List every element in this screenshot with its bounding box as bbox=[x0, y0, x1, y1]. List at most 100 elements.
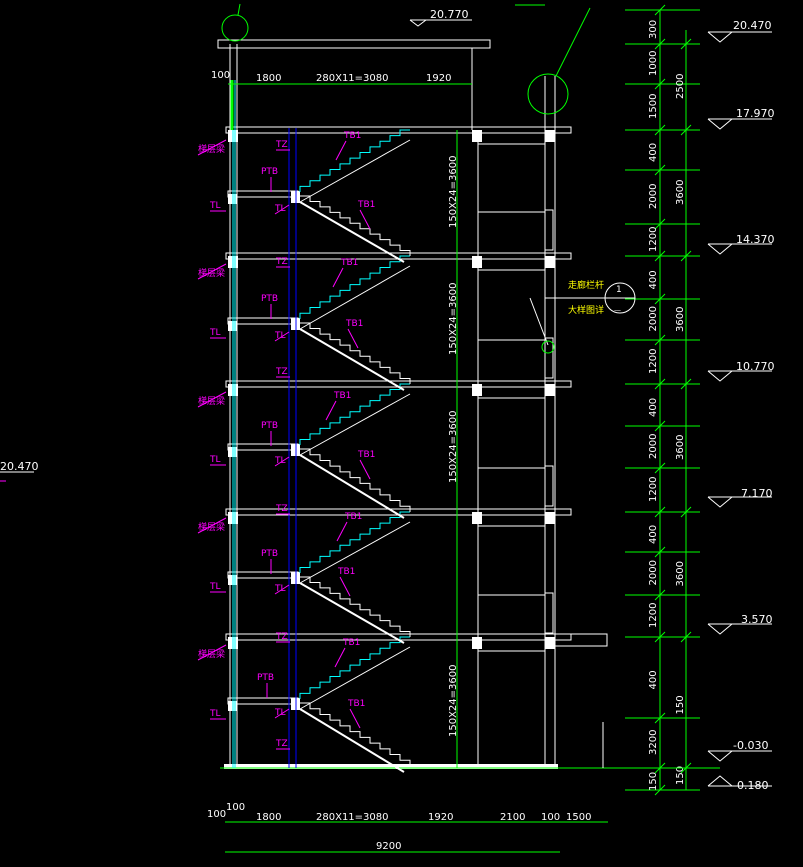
member-label: 梯层梁 bbox=[198, 395, 225, 407]
bottom-dimension-lines: 100 100 1800 280X11=3080 1920 2100 100 1… bbox=[207, 802, 608, 853]
stair-soffit bbox=[299, 454, 405, 519]
stair-steps-up bbox=[299, 255, 410, 319]
stair-steps-down bbox=[300, 195, 411, 256]
bottom-dim-e: 100 bbox=[541, 812, 560, 823]
elevation-label: -0.030 bbox=[733, 739, 768, 752]
stair-steps-down bbox=[300, 322, 411, 384]
dim-tick-slash bbox=[680, 378, 692, 390]
beam bbox=[545, 130, 555, 142]
leader-line bbox=[325, 400, 337, 421]
dim-tick-slash bbox=[654, 631, 666, 643]
dim-label: 150 bbox=[648, 772, 659, 791]
stair-steps-down bbox=[300, 576, 411, 637]
member-label: TB1 bbox=[347, 699, 365, 709]
dim-label: 1200 bbox=[648, 477, 659, 502]
flight-dimension-4: 150X24=3600 bbox=[448, 665, 459, 738]
elevation-marker-5: 7.170 bbox=[707, 487, 773, 508]
leader-line bbox=[197, 263, 227, 280]
member-label: TB1 bbox=[340, 258, 358, 268]
svg-text:150X24=3600: 150X24=3600 bbox=[448, 156, 459, 229]
bottom-dim-f: 1500 bbox=[566, 812, 591, 823]
building-section bbox=[217, 39, 720, 769]
leader-line bbox=[274, 708, 290, 719]
bottom-dim-b: 280X11=3080 bbox=[316, 812, 389, 823]
member-label: TB1 bbox=[345, 319, 363, 329]
member-label: TL bbox=[209, 201, 221, 211]
left-elevation-label: 20.470 bbox=[0, 460, 39, 473]
roof-slab bbox=[217, 39, 491, 49]
dim-label: 2000 bbox=[648, 184, 659, 209]
detail-circle bbox=[527, 73, 569, 115]
member-labels: TB1TB1TB1TB1TB1TB1TB1TB1TB1TB1TZTZTZTZTZ… bbox=[197, 131, 375, 750]
elevation-label: 10.770 bbox=[736, 360, 775, 373]
member-label: 梯层梁 bbox=[198, 267, 225, 279]
leader-line bbox=[274, 456, 290, 467]
svg-text:150X24=3600: 150X24=3600 bbox=[448, 411, 459, 484]
dim-label: 1500 bbox=[648, 94, 659, 119]
roof-elevation-marker: 20.770 bbox=[409, 4, 545, 27]
elevation-marker-3: 14.370 bbox=[707, 233, 775, 255]
flight-dimension-1: 150X24=3600 bbox=[448, 156, 459, 229]
member-label: TB1 bbox=[357, 200, 375, 210]
railing bbox=[544, 465, 554, 507]
dim-label: 400 bbox=[648, 670, 659, 689]
dim-label: 3600 bbox=[675, 307, 686, 332]
top-dim-a: 1800 bbox=[256, 73, 281, 84]
stair-steps-up bbox=[299, 383, 410, 445]
dim-tick-slash bbox=[654, 293, 666, 305]
member-label: 梯层梁 bbox=[198, 143, 225, 155]
dim-label: 2000 bbox=[648, 560, 659, 585]
member-label: TL bbox=[209, 455, 221, 465]
elevation-label: -0.180 bbox=[733, 779, 768, 792]
elevation-label: 20.470 bbox=[733, 19, 772, 32]
landing-slab bbox=[227, 190, 299, 198]
dim-tick-slash bbox=[654, 4, 666, 16]
beam bbox=[472, 637, 482, 649]
member-label: TZ bbox=[275, 367, 288, 377]
elevation-marker-7: -0.030 bbox=[707, 739, 772, 762]
dim-tick-slash bbox=[654, 164, 666, 176]
bottom-dim-a: 1800 bbox=[256, 812, 281, 823]
member-label: TL bbox=[209, 582, 221, 592]
callout-sub: — bbox=[614, 306, 621, 314]
leader-line bbox=[349, 708, 361, 729]
callout-number: 1 bbox=[616, 285, 622, 295]
leader-line bbox=[339, 576, 351, 597]
beam bbox=[545, 256, 555, 268]
stair-soffit bbox=[299, 708, 405, 773]
dim-tick-slash bbox=[654, 378, 666, 390]
bottom-dim-total: 9200 bbox=[376, 841, 401, 852]
stair-steps-up bbox=[299, 636, 410, 699]
member-label: TL bbox=[209, 709, 221, 719]
bottom-dim-d: 2100 bbox=[500, 812, 525, 823]
dim-tick-slash bbox=[654, 124, 666, 136]
member-label: TZ bbox=[275, 257, 288, 267]
stair-steps-up bbox=[299, 511, 410, 573]
member-label: PTB bbox=[261, 294, 278, 304]
member-label: TB1 bbox=[357, 450, 375, 460]
dim-tick-slash bbox=[654, 334, 666, 346]
dim-tick-slash bbox=[654, 218, 666, 230]
detail-circle bbox=[221, 14, 249, 42]
landing-slab bbox=[227, 443, 299, 451]
leader-line bbox=[274, 584, 290, 595]
leader-line bbox=[347, 328, 359, 349]
dim-label: 1000 bbox=[648, 51, 659, 76]
elevation-marker-2: 17.970 bbox=[707, 107, 775, 130]
member-label: TB1 bbox=[343, 131, 361, 141]
railing-detail-callout: 1 — 走廊栏杆 大样图详 bbox=[529, 279, 636, 354]
member-label: TB1 bbox=[344, 512, 362, 522]
member-label: TL bbox=[209, 328, 221, 338]
dim-label: 1200 bbox=[648, 349, 659, 374]
member-label: TZ bbox=[275, 632, 288, 642]
dim-label: 2500 bbox=[675, 74, 686, 99]
leader-line bbox=[274, 204, 290, 215]
landing-slab bbox=[227, 697, 299, 705]
elevation-label: 14.370 bbox=[736, 233, 775, 246]
leader-line bbox=[335, 140, 347, 161]
vertical-dimension-chains: 3001000150040020001200400200012004002000… bbox=[625, 4, 700, 796]
stair-soffit bbox=[299, 646, 411, 710]
bottom-dim-c: 1920 bbox=[428, 812, 453, 823]
dim-label: 1200 bbox=[648, 603, 659, 628]
